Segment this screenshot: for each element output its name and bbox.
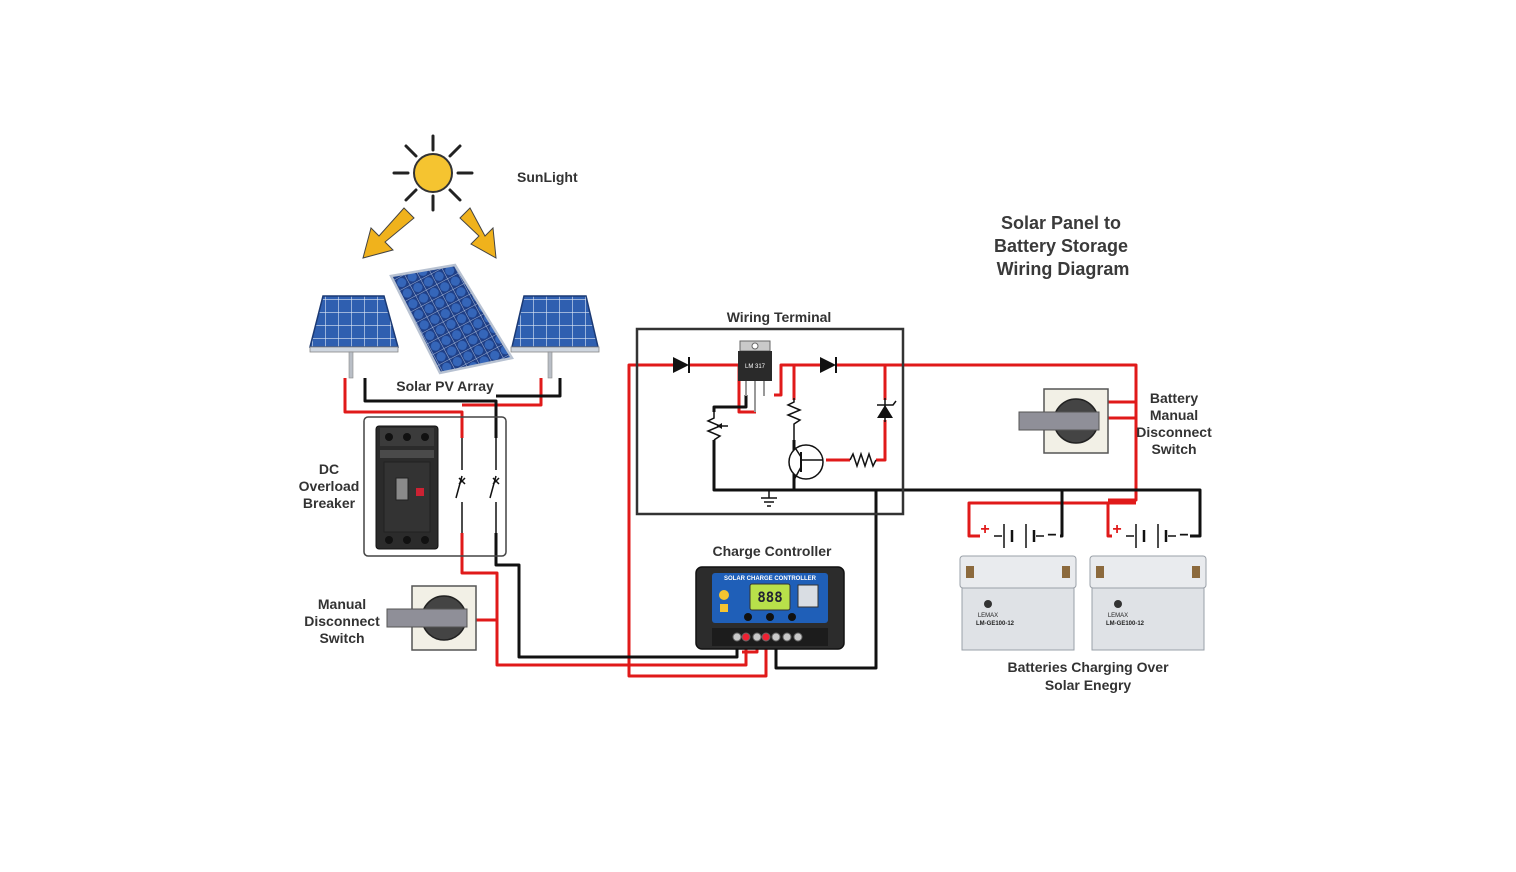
battery-disconnect-switch[interactable] (1018, 388, 1109, 454)
dc-breaker[interactable] (375, 425, 439, 550)
svg-text:+: + (1112, 521, 1121, 538)
sunray-arrow-right-icon (459, 207, 497, 259)
svg-text:Manual: Manual (318, 596, 366, 612)
battery-switch-label: Battery Manual Disconnect Switch (1136, 390, 1212, 457)
solar-array-label: Solar PV Array (396, 378, 494, 394)
svg-text:LM-GE100-12: LM-GE100-12 (1106, 621, 1145, 627)
charge-controller[interactable]: SOLAR CHARGE CONTROLLER 888 (695, 566, 845, 650)
svg-text:−: − (1179, 527, 1188, 544)
svg-text:LM-GE100-12: LM-GE100-12 (976, 621, 1015, 627)
dc-breaker-enclosure (363, 416, 507, 557)
svg-text:SOLAR CHARGE CONTROLLER: SOLAR CHARGE CONTROLLER (724, 576, 817, 582)
sunray-arrow-left-icon (362, 207, 415, 259)
ground-icon (761, 490, 777, 507)
svg-text:Breaker: Breaker (303, 495, 356, 511)
potentiometer-icon (706, 412, 728, 441)
breaker-contacts-icon (455, 438, 500, 533)
svg-text:Battery Storage: Battery Storage (994, 236, 1128, 256)
svg-text:Wiring Diagram: Wiring Diagram (997, 259, 1130, 279)
svg-text:Disconnect: Disconnect (1136, 424, 1212, 440)
svg-text:Disconnect: Disconnect (304, 613, 380, 629)
sun-icon (392, 134, 474, 212)
diode-input-icon (673, 357, 690, 373)
svg-text:Switch: Switch (1151, 441, 1196, 457)
wiring-terminal-box (635, 327, 905, 516)
svg-text:Solar Enegry: Solar Enegry (1045, 677, 1132, 693)
svg-text:−: − (1047, 527, 1056, 544)
lm317-regulator: LM 317 (738, 340, 772, 412)
svg-text:LEMAX: LEMAX (978, 613, 998, 619)
charge-controller-label: Charge Controller (712, 543, 832, 559)
sunlight-label: SunLight (517, 169, 578, 185)
battery-symbol-left-icon: + − (980, 521, 1057, 548)
diagram-title: Solar Panel to Battery Storage Wiring Di… (994, 213, 1129, 279)
svg-text:LM 317: LM 317 (745, 364, 766, 370)
svg-text:+: + (980, 521, 989, 538)
battery-right: LEMAX LM-GE100-12 (1089, 555, 1207, 651)
wiring-terminal-label: Wiring Terminal (727, 309, 832, 325)
transistor-icon (788, 444, 824, 481)
controller-terminals (732, 632, 803, 642)
zener-diode-icon (877, 398, 897, 422)
manual-disconnect-switch[interactable] (386, 585, 477, 651)
negative-wires (363, 378, 1202, 670)
batteries-label: Batteries Charging Over Solar Enegry (1007, 659, 1169, 693)
svg-text:Batteries Charging Over: Batteries Charging Over (1007, 659, 1169, 675)
svg-text:888: 888 (757, 590, 782, 606)
solar-panel-left (309, 295, 399, 379)
solar-panel-center (389, 263, 514, 375)
resistor-horizontal-icon (849, 451, 877, 469)
resistor-vertical-icon (786, 398, 802, 446)
svg-text:Manual: Manual (1150, 407, 1198, 423)
positive-wires (343, 363, 1138, 678)
svg-text:Battery: Battery (1150, 390, 1198, 406)
manual-switch-label: Manual Disconnect Switch (304, 596, 380, 646)
diode-output-icon (820, 357, 837, 373)
svg-text:Switch: Switch (319, 630, 364, 646)
dc-breaker-label: DC Overload Breaker (299, 461, 360, 511)
solar-panel-right (510, 295, 600, 379)
battery-symbol-right-icon: + − (1112, 521, 1189, 548)
svg-text:DC: DC (319, 461, 339, 477)
svg-text:Solar Panel to: Solar Panel to (1001, 213, 1121, 233)
svg-text:Overload: Overload (299, 478, 360, 494)
svg-text:LEMAX: LEMAX (1108, 613, 1128, 619)
battery-left: LEMAX LM-GE100-12 (959, 555, 1077, 651)
